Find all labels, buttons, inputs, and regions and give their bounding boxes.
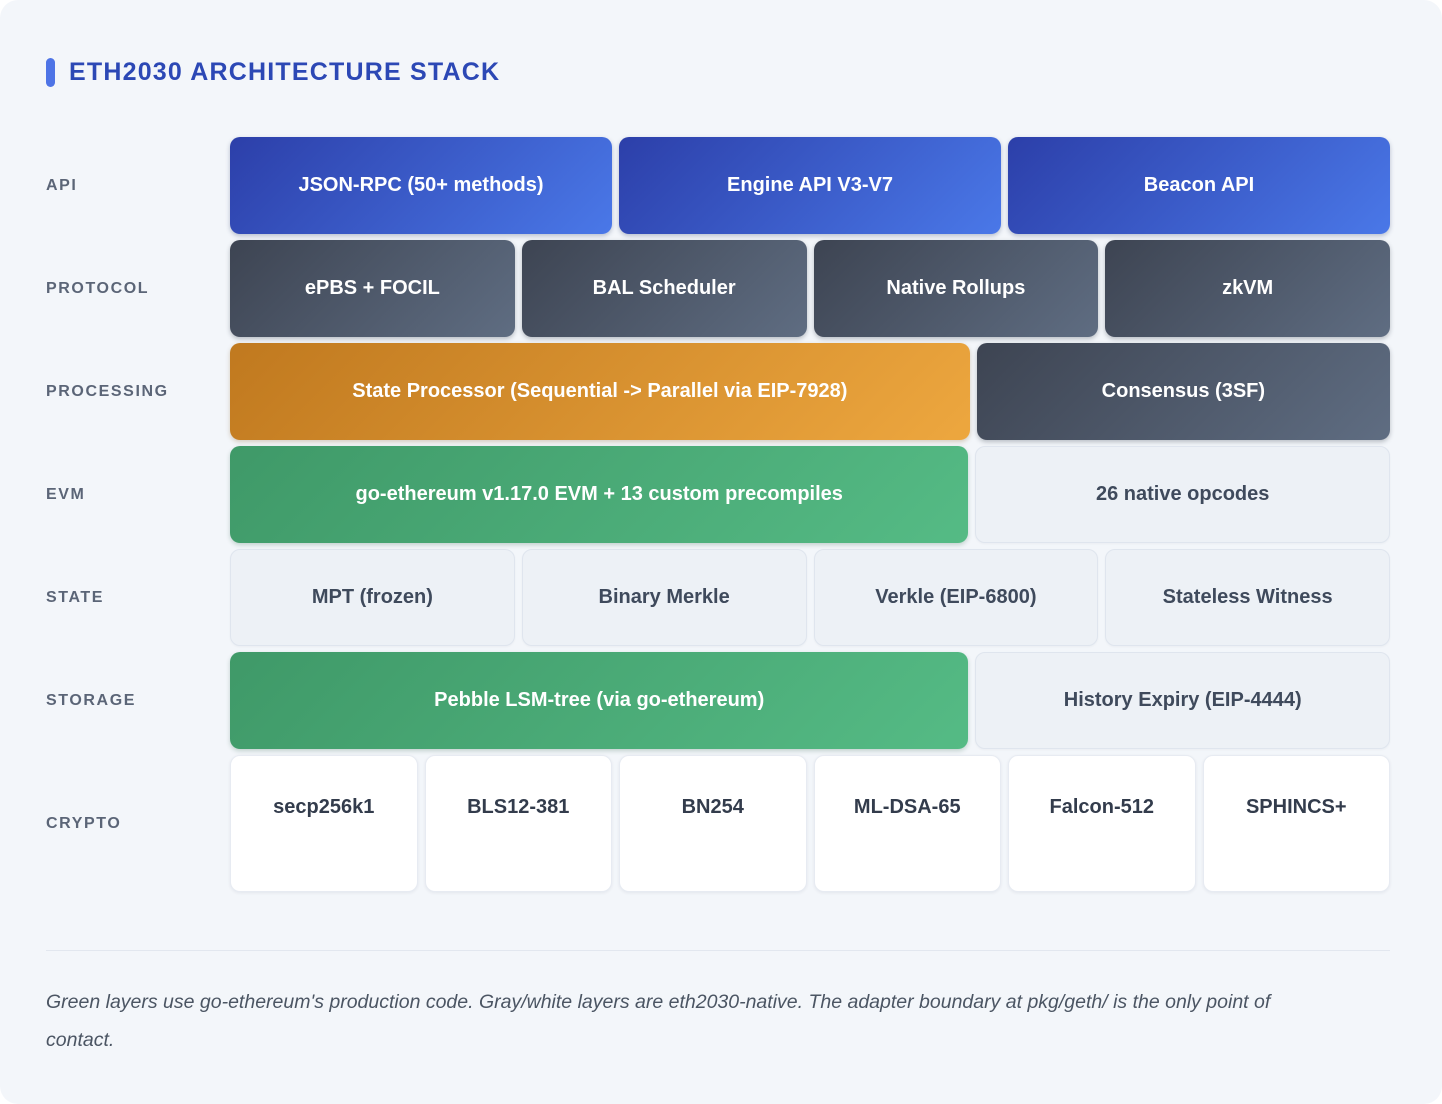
layer-box: BAL Scheduler <box>521 240 807 337</box>
row-boxes: Pebble LSM-tree (via go-ethereum)History… <box>230 652 1390 749</box>
row-label: EVM <box>46 485 86 503</box>
layer-box: Native Rollups <box>813 240 1099 337</box>
layer-box: ePBS + FOCIL <box>230 240 515 337</box>
layer-row-evm: EVM go-ethereum v1.17.0 EVM + 13 custom p… <box>46 446 1390 543</box>
header: ETH2030 ARCHITECTURE STACK <box>46 58 1390 87</box>
layer-box: ML-DSA-65 <box>813 755 1001 892</box>
layer-box: Engine API V3-V7 <box>619 137 1001 234</box>
layer-box: go-ethereum v1.17.0 EVM + 13 custom prec… <box>230 446 969 543</box>
layer-box: History Expiry (EIP-4444) <box>975 652 1390 749</box>
layer-box: Falcon-512 <box>1008 755 1196 892</box>
row-label: CRYPTO <box>46 814 122 832</box>
layer-box: zkVM <box>1105 240 1390 337</box>
row-label: STATE <box>46 588 105 606</box>
row-label: API <box>46 176 78 194</box>
page-title: ETH2030 ARCHITECTURE STACK <box>69 58 501 86</box>
layer-box: Stateless Witness <box>1105 549 1390 646</box>
layer-box: Consensus (3SF) <box>976 343 1390 440</box>
title-accent-bar <box>46 58 55 87</box>
layer-box: Binary Merkle <box>521 549 807 646</box>
row-label: STORAGE <box>46 691 137 709</box>
layer-row-storage: STORAGE Pebble LSM-tree (via go-ethereum)… <box>46 652 1390 749</box>
layer-box: SPHINCS+ <box>1202 755 1390 892</box>
row-label: PROCESSING <box>46 382 169 400</box>
footer-divider <box>46 950 1390 951</box>
row-boxes: go-ethereum v1.17.0 EVM + 13 custom prec… <box>230 446 1390 543</box>
layer-box: 26 native opcodes <box>975 446 1390 543</box>
row-label: PROTOCOL <box>46 279 150 297</box>
layer-box: Pebble LSM-tree (via go-ethereum) <box>230 652 969 749</box>
footer-note: Green layers use go-ethereum's productio… <box>46 991 1271 1052</box>
layer-box: Verkle (EIP-6800) <box>813 549 1099 646</box>
layer-box: JSON-RPC (50+ methods) <box>230 137 612 234</box>
layer-box: BN254 <box>619 755 807 892</box>
layer-box: MPT (frozen) <box>230 549 515 646</box>
stack: API JSON-RPC (50+ methods)Engine API V3-V… <box>46 137 1390 892</box>
layer-box: BLS12-381 <box>424 755 612 892</box>
layer-row-processing: PROCESSING State Processor (Sequential ->… <box>46 343 1390 440</box>
row-boxes: State Processor (Sequential -> Parallel … <box>230 343 1390 440</box>
layer-box: State Processor (Sequential -> Parallel … <box>230 343 970 440</box>
layer-box: Beacon API <box>1008 137 1390 234</box>
layer-box: secp256k1 <box>230 755 418 892</box>
layer-row-api: API JSON-RPC (50+ methods)Engine API V3-V… <box>46 137 1390 234</box>
